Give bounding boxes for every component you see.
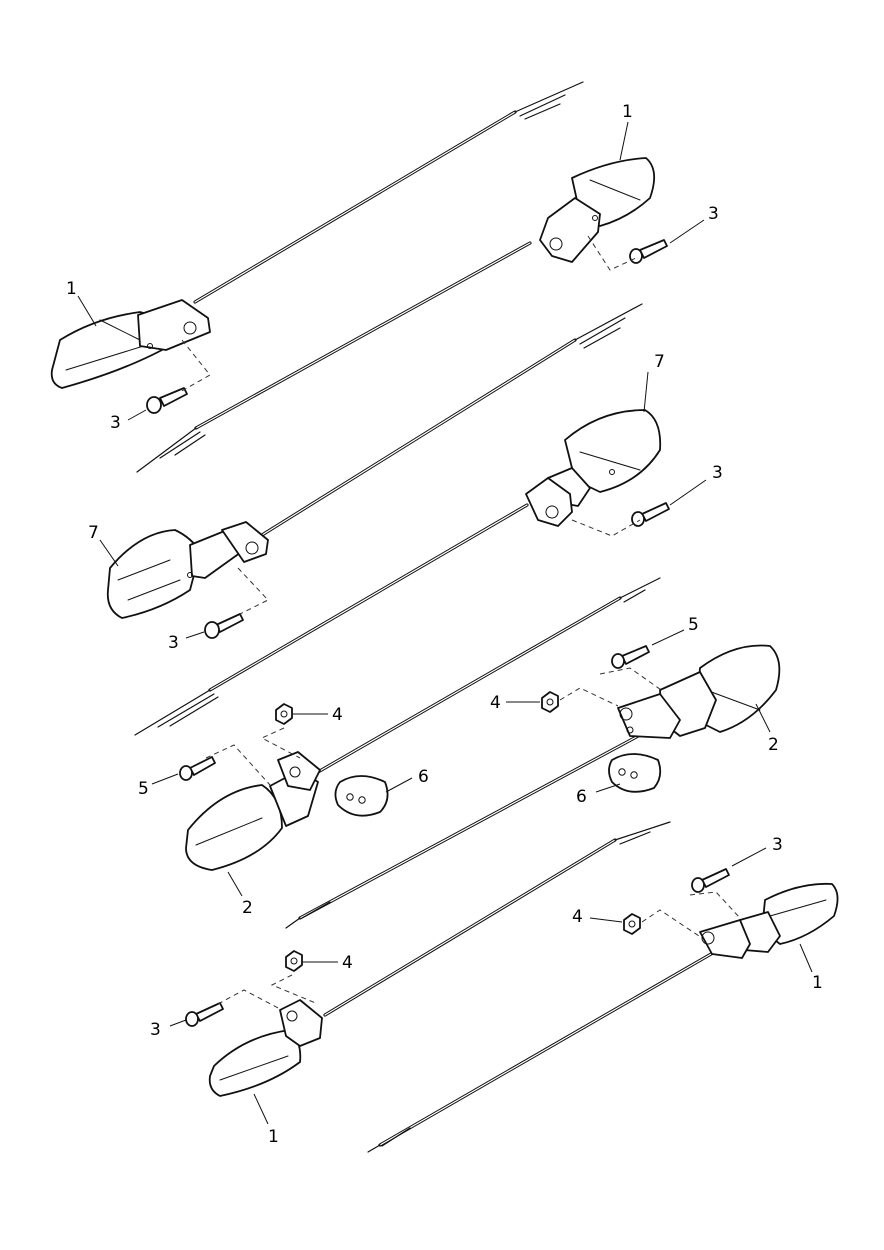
nut-4b [541, 691, 559, 713]
indicator-assembly-1-lower-right [367, 882, 839, 1153]
callout-label: 3 [150, 1020, 161, 1040]
bolt-2a [204, 613, 244, 639]
nut-4c [285, 950, 303, 972]
callout-label: 1 [812, 973, 823, 993]
indicator-assembly-1-lower-left [208, 821, 671, 1097]
callout-label: 3 [712, 463, 723, 483]
callout-label: 1 [66, 279, 77, 299]
bolt-5a [179, 756, 216, 781]
callout-label: 6 [576, 787, 587, 807]
bolt-1a [146, 387, 188, 414]
callout-label: 4 [490, 693, 501, 713]
indicator-assembly-2-right [285, 644, 781, 929]
callout-label: 1 [622, 102, 633, 122]
callout-label: 3 [168, 633, 179, 653]
bolt-1b [629, 239, 668, 264]
bolt-2b [631, 502, 670, 527]
grommet-6b [608, 753, 662, 793]
callout-label: 4 [342, 953, 353, 973]
callout-label: 5 [138, 779, 149, 799]
callout-label: 3 [772, 835, 783, 855]
callout-label: 5 [688, 615, 699, 635]
callout-label: 2 [242, 898, 253, 918]
callout-label: 1 [268, 1127, 279, 1147]
bolt-4a [185, 1002, 224, 1027]
callout-label: 3 [708, 204, 719, 224]
callout-label: 4 [332, 705, 343, 725]
indicator-assembly-1-left [50, 81, 584, 389]
callout-label: 4 [572, 907, 583, 927]
indicator-assembly-7-right [134, 409, 662, 736]
nut-4a [275, 703, 293, 725]
callout-label: 7 [88, 523, 99, 543]
indicator-assembly-1-right [136, 157, 656, 473]
callout-label: 3 [110, 413, 121, 433]
nut-4d [623, 913, 641, 935]
grommet-6a [334, 775, 389, 817]
callout-label: 7 [654, 352, 665, 372]
indicator-assembly-2-left [185, 577, 661, 871]
bolt-4b [691, 868, 730, 893]
indicator-assembly-7-left [106, 303, 643, 619]
bolt-5b [611, 645, 650, 669]
callout-label: 6 [418, 767, 429, 787]
callout-label: 2 [768, 735, 779, 755]
